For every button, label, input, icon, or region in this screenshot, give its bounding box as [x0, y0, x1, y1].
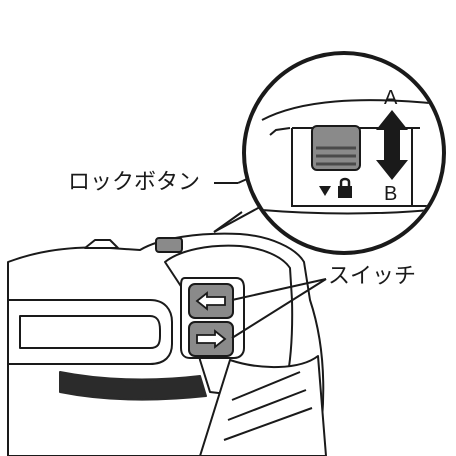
direction-a-label: A: [384, 87, 398, 109]
double-arrow-icon: [376, 110, 408, 180]
switch-buttons: [188, 283, 234, 357]
switch-label: スイッチ: [328, 264, 417, 289]
direction-b-label: B: [384, 183, 398, 205]
magnified-view: [242, 51, 446, 255]
lock-button-label: ロックボタン: [68, 170, 201, 195]
tool-body: [7, 232, 327, 456]
